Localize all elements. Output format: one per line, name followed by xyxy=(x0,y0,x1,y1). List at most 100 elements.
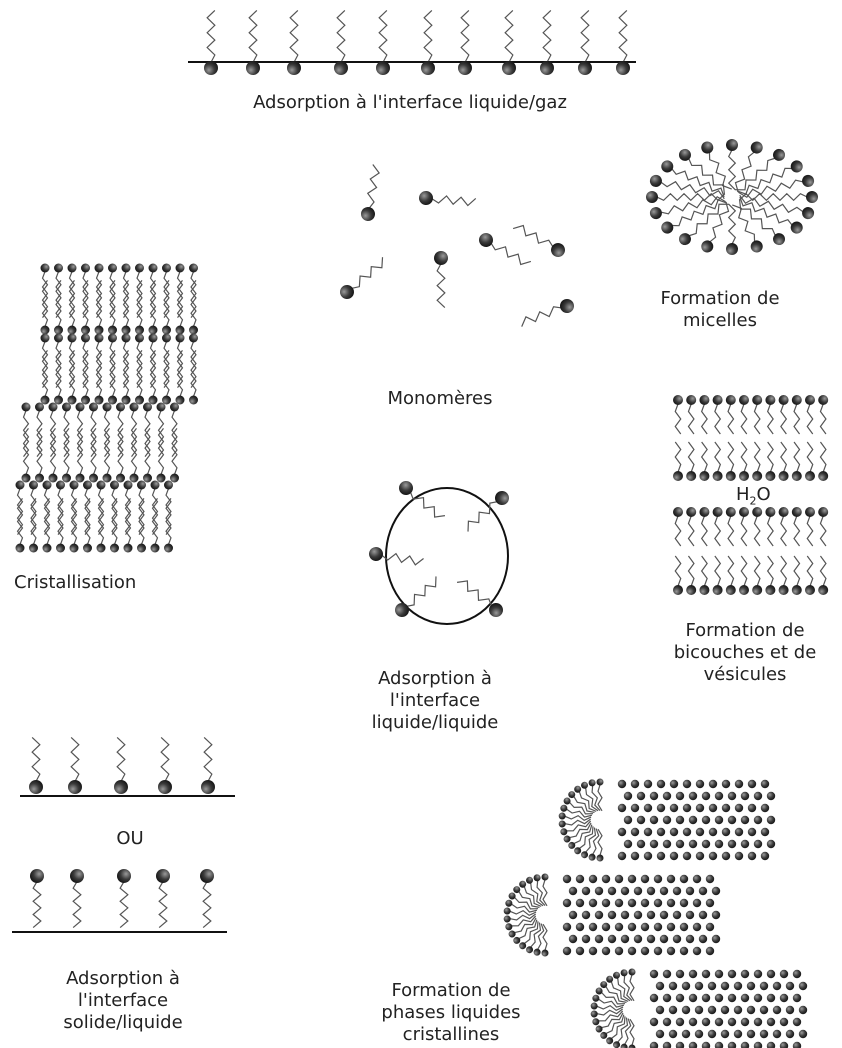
hydrophilic-head xyxy=(175,325,185,335)
bilayer-group xyxy=(673,395,829,595)
hydrophobic-tail xyxy=(580,9,590,63)
surfactant-molecule xyxy=(578,9,592,75)
packed-head xyxy=(714,969,724,979)
surfactant-molecule xyxy=(778,441,789,481)
hydrophilic-head xyxy=(649,174,662,187)
surfactant-molecule xyxy=(148,350,158,405)
surfactant-molecule xyxy=(110,498,119,553)
hydrophobic-tail xyxy=(780,515,788,547)
packed-head xyxy=(669,803,679,813)
hydrophobic-tail xyxy=(124,498,132,545)
hydrophobic-tail xyxy=(819,555,827,587)
packed-head xyxy=(727,1041,737,1048)
packed-head xyxy=(734,779,744,789)
surfactant-molecule xyxy=(503,913,537,923)
hydrophilic-head xyxy=(81,263,90,273)
packed-head xyxy=(614,946,624,956)
hydrophobic-tail xyxy=(103,428,111,475)
surfactant-molecule xyxy=(673,395,683,435)
hydrophilic-head xyxy=(54,395,63,405)
packed-head xyxy=(779,969,789,979)
hydrophilic-head xyxy=(540,61,554,75)
label-solid-liquid-line2: l'interface xyxy=(77,990,169,1011)
surfactant-molecule xyxy=(54,263,63,318)
packed-head xyxy=(601,922,611,932)
packed-head xyxy=(747,803,757,813)
hydrophobic-tail xyxy=(160,736,170,782)
liquid-crystal-phases-group xyxy=(503,778,808,1048)
surfactant-molecule xyxy=(649,195,726,220)
surfactant-molecule xyxy=(164,498,173,553)
hydrophobic-tail xyxy=(57,498,64,545)
packed-head xyxy=(766,839,776,849)
hydrophilic-head xyxy=(81,395,90,405)
packed-head xyxy=(588,946,598,956)
surfactant-molecule xyxy=(560,820,592,836)
packed-head xyxy=(655,1005,665,1015)
hydrophilic-head xyxy=(588,853,596,861)
hydrophobic-tail xyxy=(674,441,682,473)
surfactant-molecule xyxy=(686,395,697,435)
hydrophilic-head xyxy=(600,981,608,989)
surfactant-molecule xyxy=(673,555,683,595)
surfactant-molecule xyxy=(89,402,98,457)
surfactant-molecule xyxy=(15,480,25,535)
packed-head xyxy=(649,839,659,849)
packed-head xyxy=(714,815,724,825)
packed-head xyxy=(727,993,737,1003)
hydrophilic-head xyxy=(558,812,566,820)
packed-head xyxy=(588,922,598,932)
hydrophobic-tail xyxy=(617,977,631,1002)
hydrophobic-tail xyxy=(573,824,593,845)
hydrophilic-head xyxy=(592,1018,600,1026)
hydrophilic-head xyxy=(340,285,354,299)
hydrophilic-head xyxy=(750,141,763,154)
hydrophilic-head xyxy=(620,969,628,977)
packed-head xyxy=(798,981,808,991)
hydrophobic-tail xyxy=(57,488,64,535)
packed-head xyxy=(630,779,640,789)
hydrophobic-tail xyxy=(766,555,774,587)
surfactant-molecule xyxy=(175,350,185,405)
surfactant-molecule xyxy=(21,402,31,457)
hydrophilic-head xyxy=(54,333,63,343)
packed-head xyxy=(705,874,715,884)
surfactant-molecule xyxy=(752,555,763,595)
packed-head xyxy=(688,1017,698,1027)
packed-head xyxy=(575,946,585,956)
packed-head xyxy=(666,946,676,956)
surfactant-molecule xyxy=(732,204,763,253)
hydrophilic-head xyxy=(395,603,409,617)
packed-head xyxy=(707,1029,717,1039)
surfactant-molecule xyxy=(568,824,593,849)
surfactant-molecule xyxy=(121,333,131,388)
hydrophilic-head xyxy=(502,61,516,75)
packed-head xyxy=(701,791,711,801)
hydrophobic-tail xyxy=(149,341,157,388)
hydrophilic-head xyxy=(802,207,815,220)
hydrophobic-tail xyxy=(30,498,37,545)
surfactant-molecule xyxy=(150,498,160,553)
hydrophilic-head xyxy=(581,851,589,859)
packed-head xyxy=(643,779,653,789)
hydrophilic-head xyxy=(595,1025,603,1033)
packed-head xyxy=(701,815,711,825)
hydrophobic-tail xyxy=(409,491,446,518)
hydrophilic-head xyxy=(164,480,173,490)
hydrophilic-head xyxy=(595,987,603,995)
packed-head xyxy=(708,803,718,813)
hydrophilic-head xyxy=(175,395,185,405)
packed-head xyxy=(662,815,672,825)
hydrophilic-head xyxy=(560,299,574,313)
hydrophobic-tail xyxy=(16,488,24,535)
hydrophilic-head xyxy=(590,1010,598,1018)
hydrophilic-head xyxy=(150,480,160,490)
hydrophilic-head xyxy=(137,543,146,553)
hydrophobic-tail xyxy=(109,271,116,318)
packed-head xyxy=(581,934,591,944)
surfactant-molecule xyxy=(170,428,179,483)
surfactant-molecule xyxy=(712,507,723,547)
surfactant-molecule xyxy=(563,797,594,815)
hydrophilic-head xyxy=(568,791,576,799)
hydrophobic-tail xyxy=(671,199,728,227)
